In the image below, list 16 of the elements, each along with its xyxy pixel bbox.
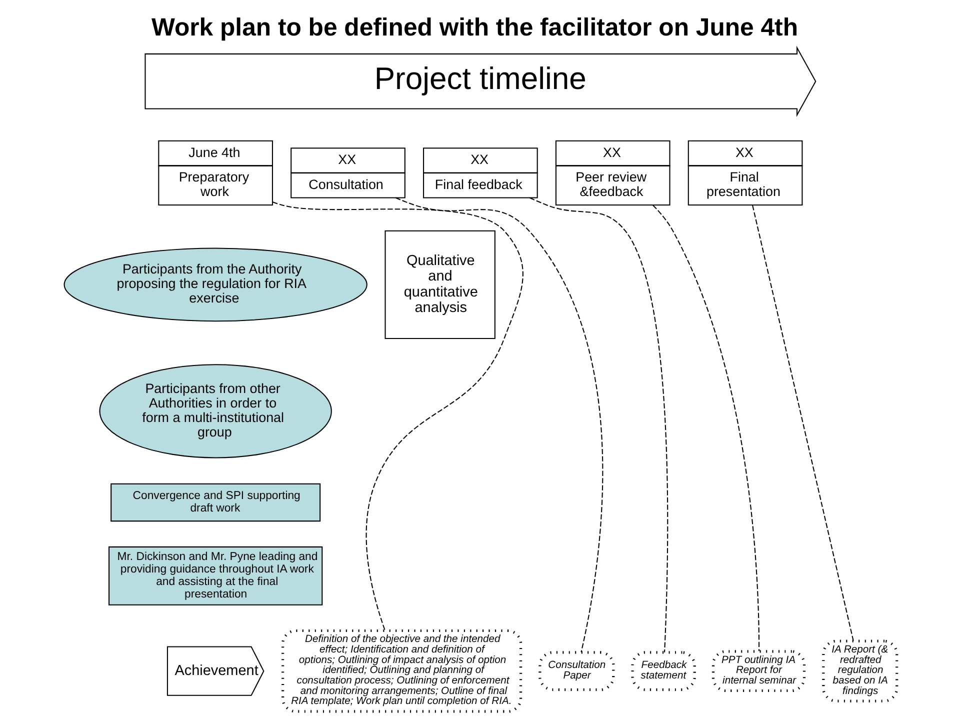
connector — [394, 197, 603, 652]
node-box: Mr. Dickinson and Mr. Pyne leading and providing guidance throughout IA work and assisting at the final presentation — [108, 546, 322, 606]
connector — [528, 197, 668, 652]
node-box: IA Report (& redrafted regulation based on IA findings — [822, 640, 898, 702]
node-box: Convergence and SPI supporting draft work — [110, 483, 320, 522]
node-ellipse: Participants from the Authority proposing the regulation for RIA exercise — [63, 248, 367, 322]
node-box: Consultation Paper — [538, 651, 614, 691]
connector — [752, 205, 854, 642]
connector — [652, 204, 760, 652]
connector — [272, 202, 523, 631]
node-box: Qualitative and quantitative analysis — [384, 230, 495, 339]
node-box: PPT outlining IA Report for internal seminar — [711, 650, 806, 692]
node-box: Definition of the objective and the intended effect; Identification and definition of options; Outlining of impact analysis of option identified; Outlining and planning of consultation process; Outlining of enforcement and monitoring arrangements; Outline of final RIA template; Work plan until completion of RIA. — [281, 629, 522, 713]
diagram-title: Work plan to be defined with the facilitator on June 4th — [151, 14, 798, 42]
node-box: Feedback statement — [630, 651, 696, 691]
node-ellipse: Participants from other Authorities in order to form a multi-institutional group — [98, 364, 332, 458]
